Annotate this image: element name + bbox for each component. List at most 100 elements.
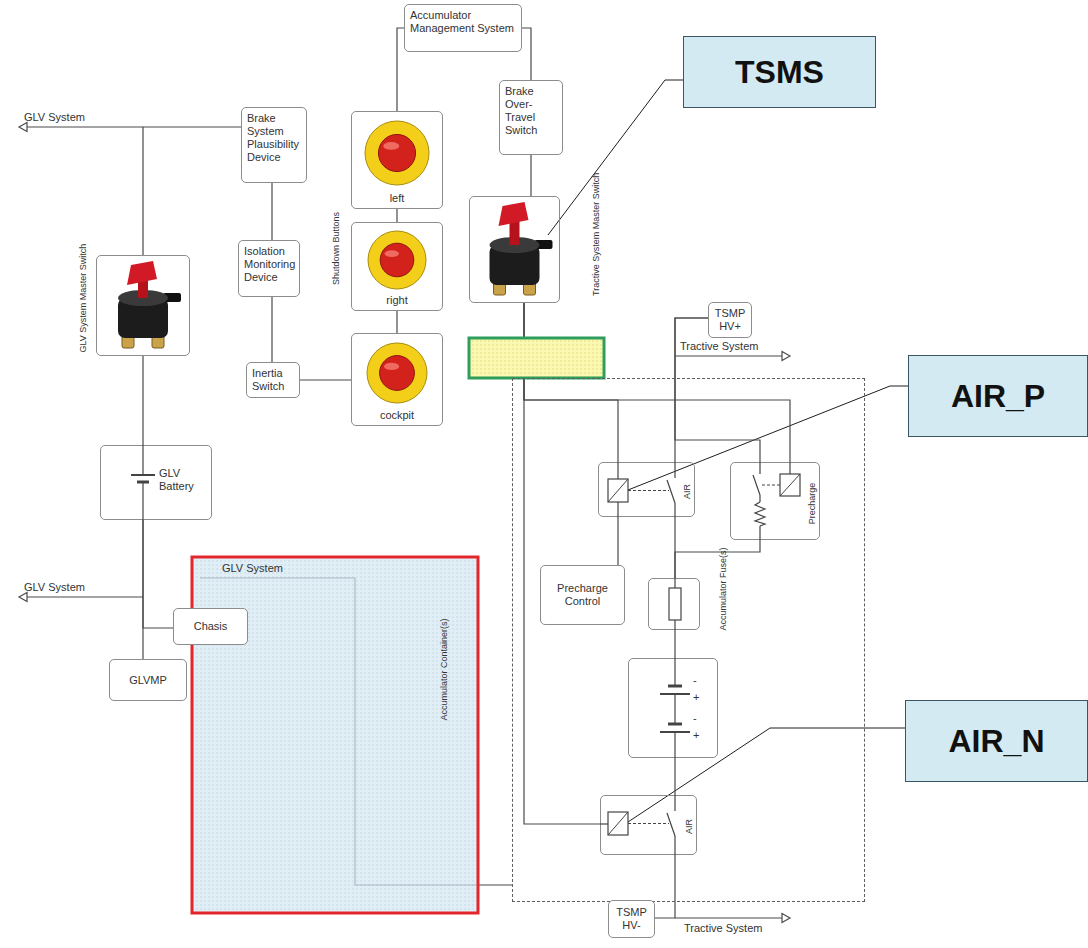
wire-connector: [617, 517, 618, 565]
wire-connector: [674, 630, 675, 658]
wire-connector: [397, 28, 404, 111]
container-outline: AIRPrechargePrecharge ControlAccumulator…: [512, 378, 865, 902]
relay-coil: [608, 479, 628, 502]
wire-connector: [655, 855, 675, 918]
process-box: Brake Over-Travel Switch: [499, 80, 563, 155]
wire-connector: [142, 356, 143, 445]
coil-mark: [608, 479, 628, 502]
symbol-art: [600, 795, 697, 855]
wire-connector: [524, 303, 600, 824]
estop-ring: [365, 121, 429, 185]
process-box: Isolation Monitoring Device: [238, 240, 300, 297]
node-text: GLV System Master Switch: [78, 260, 89, 352]
node-text: TSMP HV-: [614, 906, 649, 932]
node-text: cockpit: [352, 409, 442, 422]
key-handle: [499, 202, 529, 226]
wire-connector: [142, 520, 143, 659]
wire: [674, 503, 675, 517]
battery-plate: [131, 474, 155, 476]
process-box: Chasis: [173, 608, 248, 645]
process-box: Accumulator Management System: [404, 4, 522, 52]
node-text: AIR: [682, 483, 693, 498]
contact-blade: [753, 475, 760, 495]
wire: [617, 462, 618, 479]
node-text: Inertia Switch: [252, 367, 294, 393]
wire: [142, 445, 143, 475]
yellow-highlight-box: [469, 338, 604, 378]
callout-box: AIR_N: [905, 700, 1088, 782]
node-text: +: [693, 729, 699, 742]
mechanical-link: [762, 485, 780, 486]
wire-connector: [271, 183, 272, 240]
estop-shine: [385, 250, 400, 257]
master-switch: GLV System Master Switch: [96, 255, 190, 356]
open-arrow-head: [19, 593, 27, 602]
wire: [674, 836, 675, 855]
node-text: GLVMP: [129, 674, 167, 687]
wire: [142, 482, 143, 520]
callout-label: TSMS: [735, 53, 824, 91]
key-shaft: [510, 220, 520, 245]
symbol-art: [648, 578, 700, 630]
wire: [674, 795, 675, 811]
wire: [674, 732, 675, 758]
leader-line: [628, 728, 905, 822]
process-box: Inertia Switch: [246, 362, 300, 398]
cell-plate: [668, 685, 682, 688]
node-text: -: [693, 712, 697, 725]
estop-ring: [367, 343, 427, 403]
leader-group: [548, 80, 908, 822]
wire-connector: [396, 311, 397, 333]
process-box: TSMP HV+: [708, 302, 752, 338]
estop-button: [380, 356, 415, 391]
node-text: TSMP HV+: [714, 307, 746, 333]
process-box: GLVMP: [109, 659, 187, 701]
fuse-box: Accumulator Fuse(s): [648, 578, 700, 630]
wire-connector: [143, 127, 241, 255]
node-text: Brake System Plausibility Device: [247, 112, 301, 164]
relay-box: AIR: [598, 462, 695, 517]
process-box: Brake System Plausibility Device: [241, 107, 307, 183]
process-box: TSMP HV-: [608, 900, 655, 938]
estop-ring: [368, 231, 426, 289]
node-text: right: [352, 294, 442, 307]
fuse-symbol: [669, 588, 681, 620]
node-text: AIR: [684, 818, 695, 833]
wire: [759, 526, 760, 540]
node-text: Chasis: [194, 620, 228, 633]
wire-connector: [396, 209, 397, 222]
wire-connector: [522, 28, 531, 80]
master-switch: Tractive System Master Switch: [469, 196, 560, 303]
emergency-stop-button: right: [351, 222, 443, 311]
emergency-stop-button: cockpit: [351, 333, 443, 426]
wire: [674, 694, 675, 724]
wire-connector: [675, 318, 760, 462]
glv-wire: [27, 126, 143, 127]
node-text: Brake Over-Travel Switch: [505, 85, 557, 137]
symbol-art: [730, 462, 820, 540]
contact-blade: [667, 813, 675, 836]
estop-button: [380, 243, 414, 277]
wire-connector: [143, 520, 173, 628]
node-text: Accumulator Management System: [410, 9, 516, 35]
estop-button: [378, 134, 415, 171]
relay-box: AIR: [600, 795, 697, 855]
symbol-art: [628, 658, 718, 758]
node-text: -: [693, 674, 697, 687]
wire-label: Tractive System: [680, 340, 758, 353]
node-text: left: [352, 192, 442, 205]
key-handle: [127, 261, 157, 285]
callout-box: TSMS: [683, 36, 876, 108]
contact-blade: [667, 480, 675, 503]
wire: [789, 462, 790, 474]
leader-line: [548, 80, 683, 235]
wire-group: [19, 123, 790, 923]
relay-coil: [608, 812, 628, 835]
tractive-wire: [675, 355, 782, 356]
wire-connector: [524, 303, 618, 462]
relay-coil: [780, 474, 800, 496]
cell-stack-box: -+-+: [628, 658, 718, 758]
wire-label: GLV System: [222, 562, 283, 575]
